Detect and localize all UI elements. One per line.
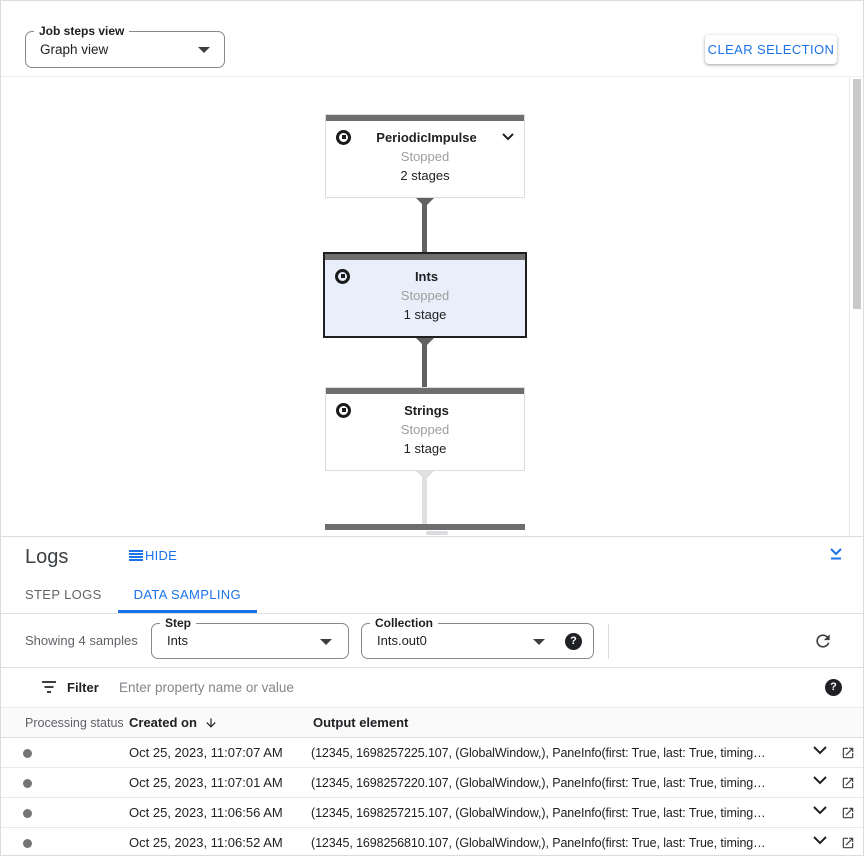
job-steps-view-select[interactable]: Job steps view Graph view: [25, 24, 225, 68]
sampling-controls: Showing 4 samples Step Ints Collection I…: [1, 614, 863, 668]
filter-bar: Filter ?: [1, 668, 863, 708]
stop-circle-icon: [336, 129, 351, 145]
output-element-cell: (12345, 1698256810.107, (GlobalWindow,),…: [311, 835, 766, 850]
filter-input[interactable]: [119, 672, 803, 703]
table-row[interactable]: Oct 25, 2023, 11:07:07 AM (12345, 169825…: [1, 738, 863, 768]
tab-label: DATA SAMPLING: [133, 587, 241, 602]
partially-hidden-node-strip: [325, 524, 525, 530]
output-element-cell: (12345, 1698257225.107, (GlobalWindow,),…: [311, 745, 766, 760]
open-in-new-icon[interactable]: [841, 746, 855, 760]
output-element-cell: (12345, 1698257220.107, (GlobalWindow,),…: [311, 775, 766, 790]
output-element-cell: (12345, 1698257215.107, (GlobalWindow,),…: [311, 805, 766, 820]
job-steps-view-label: Job steps view: [34, 24, 130, 38]
vertical-scrollbar-thumb[interactable]: [853, 79, 861, 309]
node-top-strip: [326, 115, 524, 121]
drag-handle: [426, 531, 448, 535]
clear-selection-button[interactable]: CLEAR SELECTION: [705, 35, 837, 64]
column-processing-status: Processing status: [25, 715, 124, 730]
hide-label: HIDE: [145, 548, 178, 563]
table-row[interactable]: Oct 25, 2023, 11:06:52 AM (12345, 169825…: [1, 828, 863, 855]
step-select-value: Ints: [167, 633, 188, 648]
edge-ints-to-strings: [422, 341, 427, 388]
dropdown-arrow-icon: [198, 47, 210, 53]
node-status: Stopped: [400, 422, 450, 437]
node-title: PeriodicImpulse: [376, 129, 477, 145]
node-stage-count: 2 stages: [400, 168, 450, 183]
graph-panel-right-border: [849, 77, 850, 536]
toolbar-divider: [1, 76, 863, 77]
expand-row-chevron-icon[interactable]: [813, 776, 827, 785]
vertical-divider: [608, 624, 609, 659]
job-steps-view-value: Graph view: [40, 42, 109, 57]
graph-node-periodicimpulse[interactable]: PeriodicImpulse Stopped 2 stages: [325, 114, 525, 198]
column-created-on[interactable]: Created on: [129, 708, 218, 737]
node-stage-count: 1 stage: [403, 307, 447, 322]
column-output-element: Output element: [313, 715, 409, 730]
edge-arrow-down-icon: [416, 338, 434, 347]
edge-strings-to-next: [422, 474, 427, 525]
logs-panel: Logs HIDE STEP LOGS DATA SAMPLING Showin…: [1, 536, 863, 855]
open-in-new-icon[interactable]: [841, 806, 855, 820]
stop-circle-icon: [336, 402, 351, 418]
filter-label: Filter: [67, 680, 99, 695]
collapse-panel-button[interactable]: [828, 546, 844, 567]
dropdown-arrow-icon: [320, 639, 332, 645]
collection-select-value: Ints.out0: [377, 633, 427, 648]
step-select[interactable]: Step Ints: [151, 616, 349, 659]
filter-help-icon[interactable]: ?: [825, 679, 842, 696]
edge-arrow-down-icon: [416, 471, 434, 480]
created-on-cell: Oct 25, 2023, 11:07:01 AM: [129, 775, 283, 790]
sort-descending-icon: [204, 716, 218, 730]
node-title: Ints: [414, 268, 439, 284]
status-dot-icon: [23, 749, 32, 758]
node-status: Stopped: [400, 288, 450, 303]
expand-row-chevron-icon[interactable]: [813, 806, 827, 815]
collection-select-label: Collection: [370, 616, 439, 630]
sample-count-text: Showing 4 samples: [25, 633, 138, 648]
open-in-new-icon[interactable]: [841, 776, 855, 790]
status-dot-icon: [23, 779, 32, 788]
created-on-cell: Oct 25, 2023, 11:07:07 AM: [129, 745, 283, 760]
refresh-icon: [816, 634, 830, 648]
status-dot-icon: [23, 809, 32, 818]
node-top-strip: [326, 388, 524, 394]
collection-help-icon[interactable]: ?: [565, 633, 582, 650]
graph-node-strings[interactable]: Strings Stopped 1 stage: [325, 387, 525, 471]
node-title: Strings: [404, 402, 449, 418]
table-header: Processing status Created on Output elem…: [1, 708, 863, 738]
expand-row-chevron-icon[interactable]: [813, 836, 827, 845]
hide-logs-button[interactable]: HIDE: [129, 548, 177, 563]
step-select-label: Step: [160, 616, 197, 630]
tab-label: STEP LOGS: [25, 587, 102, 602]
open-in-new-icon[interactable]: [841, 836, 855, 850]
node-status: Stopped: [400, 149, 450, 164]
expand-row-chevron-icon[interactable]: [813, 746, 827, 755]
node-stage-count: 1 stage: [403, 441, 447, 456]
table-row[interactable]: Oct 25, 2023, 11:06:56 AM (12345, 169825…: [1, 798, 863, 828]
collapse-down-icon: [830, 548, 842, 560]
graph-node-ints[interactable]: Ints Stopped 1 stage: [323, 252, 527, 338]
collection-select[interactable]: Collection Ints.out0 ?: [361, 616, 594, 659]
logs-header: Logs HIDE: [1, 537, 863, 579]
edge-arrow-down-icon: [416, 198, 434, 207]
edge-periodicimpulse-to-ints: [422, 201, 427, 254]
filter-icon: [41, 680, 57, 694]
lines-icon: [129, 549, 143, 561]
status-dot-icon: [23, 839, 32, 848]
created-on-cell: Oct 25, 2023, 11:06:52 AM: [129, 835, 283, 850]
table-row[interactable]: Oct 25, 2023, 11:07:01 AM (12345, 169825…: [1, 768, 863, 798]
logs-panel-title: Logs: [25, 546, 69, 568]
tab-step-logs[interactable]: STEP LOGS: [9, 579, 118, 613]
column-label: Created on: [129, 715, 197, 730]
logs-tabs: STEP LOGS DATA SAMPLING: [1, 579, 863, 614]
node-top-strip: [325, 254, 525, 260]
stop-circle-icon: [335, 268, 350, 284]
dropdown-arrow-icon: [533, 639, 545, 645]
created-on-cell: Oct 25, 2023, 11:06:56 AM: [129, 805, 283, 820]
node-expand-chevron-icon[interactable]: [502, 133, 514, 141]
refresh-button[interactable]: [813, 631, 833, 651]
tab-data-sampling[interactable]: DATA SAMPLING: [117, 579, 257, 613]
